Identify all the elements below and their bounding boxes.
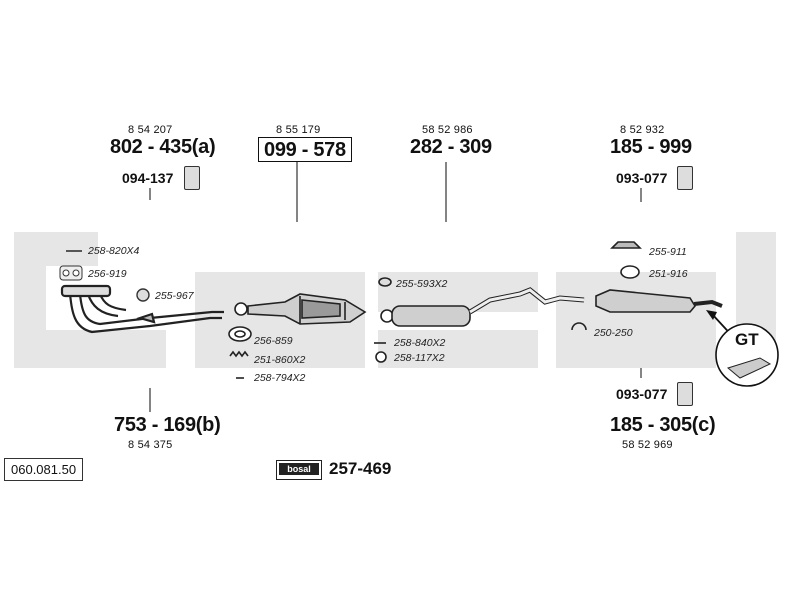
part-code-753[interactable]: 753 - 169(b) xyxy=(114,414,221,436)
watermark-block xyxy=(46,330,166,368)
part-ref-753: 8 54 375 xyxy=(128,439,173,451)
rear-silencer xyxy=(571,241,723,331)
mounting-bracket-icon xyxy=(184,166,200,190)
gt-detail xyxy=(706,310,779,387)
mounting-bracket-icon xyxy=(677,382,693,406)
gasket-icon xyxy=(59,250,150,302)
bracket-code-094[interactable]: 094-137 xyxy=(122,170,174,186)
small-part-258-794[interactable]: 258-794X2 xyxy=(254,372,306,384)
mounting-bracket-icon xyxy=(677,166,693,190)
watermark-block xyxy=(14,232,46,368)
part-ref-099: 8 55 179 xyxy=(276,124,321,136)
part-code-099[interactable]: 099 - 578 xyxy=(258,137,352,162)
kit-logo-badge: bosal xyxy=(276,460,322,480)
watermark-block xyxy=(46,232,98,266)
bracket-code-093-bottom[interactable]: 093-077 xyxy=(616,386,668,402)
watermark-block xyxy=(378,330,538,368)
part-code-185-305[interactable]: 185 - 305(c) xyxy=(610,414,716,436)
part-code-802[interactable]: 802 - 435(a) xyxy=(110,136,216,158)
small-part-256-859[interactable]: 256-859 xyxy=(254,335,293,347)
small-part-251-916[interactable]: 251-916 xyxy=(649,268,688,280)
small-part-258-840[interactable]: 258-840X2 xyxy=(394,337,446,349)
front-pipe xyxy=(60,284,224,334)
small-part-251-860[interactable]: 251-860X2 xyxy=(254,354,306,366)
small-part-258-820[interactable]: 258-820X4 xyxy=(88,245,140,257)
bosal-logo-icon: bosal xyxy=(279,463,319,475)
part-ref-185-305: 58 52 969 xyxy=(622,439,673,451)
small-part-258-117[interactable]: 258-117X2 xyxy=(394,352,445,364)
small-part-256-919[interactable]: 256-919 xyxy=(88,268,127,280)
bracket-code-093-top[interactable]: 093-077 xyxy=(616,170,668,186)
catalog-code: 060.081.50 xyxy=(4,458,84,481)
part-code-282[interactable]: 282 - 309 xyxy=(410,136,492,158)
part-ref-802: 8 54 207 xyxy=(128,124,173,136)
part-code-185-999[interactable]: 185 - 999 xyxy=(610,136,692,158)
small-part-255-593[interactable]: 255-593X2 xyxy=(396,278,448,290)
gt-label: GT xyxy=(735,330,759,349)
small-part-250-250[interactable]: 250-250 xyxy=(594,327,633,339)
small-part-255-911[interactable]: 255-911 xyxy=(649,246,687,258)
part-ref-282: 58 52 986 xyxy=(422,124,473,136)
small-part-255-967[interactable]: 255-967 xyxy=(155,290,194,302)
kit-code[interactable]: 257-469 xyxy=(329,459,392,478)
middle-silencer xyxy=(374,277,585,363)
watermark-block xyxy=(556,272,716,368)
part-ref-185-999: 8 52 932 xyxy=(620,124,665,136)
catalytic-converter xyxy=(228,293,367,379)
